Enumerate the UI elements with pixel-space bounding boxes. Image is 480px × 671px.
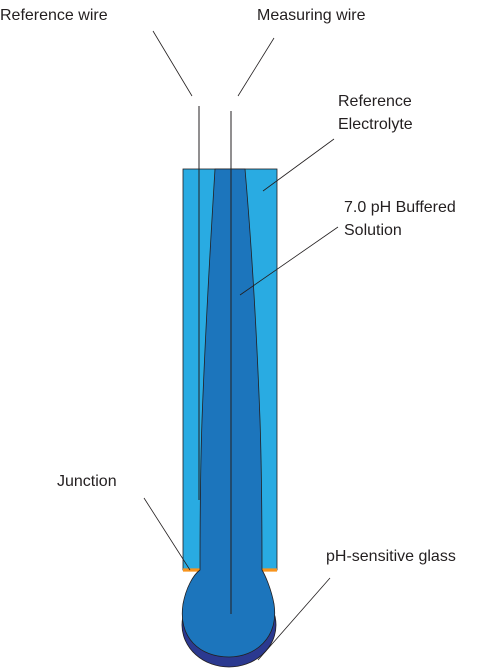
reference-wire-label: Reference wire (0, 7, 108, 24)
ph-sensitive-glass-label: pH-sensitive glass (326, 548, 456, 565)
inner-measuring-tube (181, 168, 276, 658)
reference-electrolyte-leader (262, 138, 335, 192)
buffered-solution-label-line-1: 7.0 pH Buffered (344, 199, 456, 216)
buffered-solution-label: 7.0 pH Buffered Solution (344, 196, 456, 242)
reference-electrolyte-label: Reference Electrolyte (338, 90, 413, 136)
reference-electrolyte-label-line-1: Reference (338, 93, 412, 110)
reference-wire-leader (152, 30, 193, 97)
measuring-wire-leader (237, 37, 275, 97)
buffered-solution-leader (239, 226, 339, 296)
buffered-solution-label-line-2: Solution (344, 222, 402, 239)
junction-leader (143, 497, 191, 571)
ph-glass-leader (257, 577, 331, 661)
reference-electrolyte-label-line-2: Electrolyte (338, 116, 413, 133)
junction-label: Junction (57, 473, 117, 490)
measuring-wire-label: Measuring wire (257, 7, 366, 24)
